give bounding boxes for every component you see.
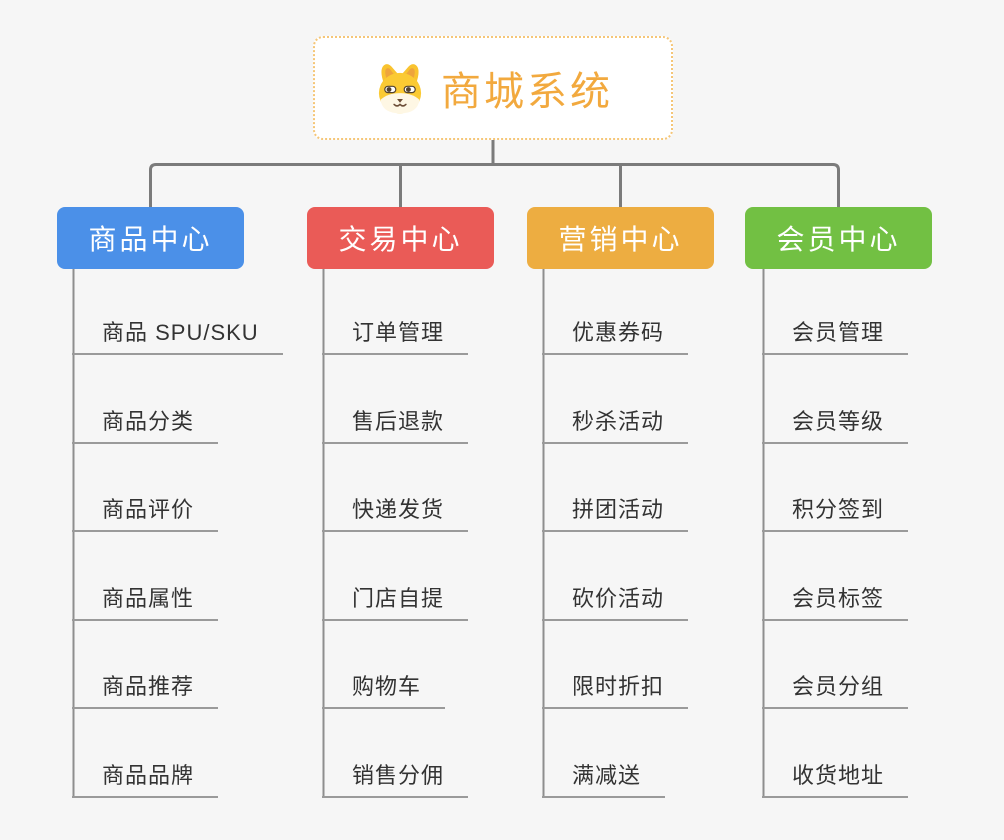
shiba-dog-icon — [373, 61, 427, 115]
leaf-node[interactable]: 收货地址 — [762, 756, 909, 798]
leaf-node[interactable]: 会员标签 — [762, 579, 909, 621]
leaf-node[interactable]: 商品分类 — [72, 402, 219, 444]
leaf-node[interactable]: 商品品牌 — [72, 756, 219, 798]
branch-node-members[interactable]: 会员中心 — [745, 207, 932, 269]
leaf-node[interactable]: 砍价活动 — [542, 579, 689, 621]
leaf-node[interactable]: 会员管理 — [762, 313, 909, 355]
branch-node-marketing[interactable]: 营销中心 — [527, 207, 714, 269]
leaf-node[interactable]: 商品属性 — [72, 579, 219, 621]
leaf-node[interactable]: 售后退款 — [322, 402, 469, 444]
leaf-node[interactable]: 订单管理 — [322, 313, 469, 355]
leaf-node[interactable]: 秒杀活动 — [542, 402, 689, 444]
leaf-node[interactable]: 销售分佣 — [322, 756, 469, 798]
leaf-node[interactable]: 快递发货 — [322, 490, 469, 532]
leaf-node[interactable]: 会员分组 — [762, 667, 909, 709]
leaf-node[interactable]: 限时折扣 — [542, 667, 689, 709]
root-title: 商城系统 — [441, 70, 613, 114]
leaf-node[interactable]: 商品 SPU/SKU — [72, 313, 283, 355]
leaf-node[interactable]: 门店自提 — [322, 579, 469, 621]
leaf-node[interactable]: 会员等级 — [762, 402, 909, 444]
branch-node-products[interactable]: 商品中心 — [57, 207, 244, 269]
leaf-node[interactable]: 满减送 — [542, 756, 666, 798]
leaf-node[interactable]: 购物车 — [322, 667, 446, 709]
leaf-node[interactable]: 积分签到 — [762, 490, 909, 532]
leaf-node[interactable]: 优惠券码 — [542, 313, 689, 355]
branch-node-trade[interactable]: 交易中心 — [307, 207, 494, 269]
leaf-node[interactable]: 商品评价 — [72, 490, 219, 532]
leaf-node[interactable]: 拼团活动 — [542, 490, 689, 532]
root-node[interactable]: 商城系统 — [313, 36, 673, 140]
leaf-node[interactable]: 商品推荐 — [72, 667, 219, 709]
